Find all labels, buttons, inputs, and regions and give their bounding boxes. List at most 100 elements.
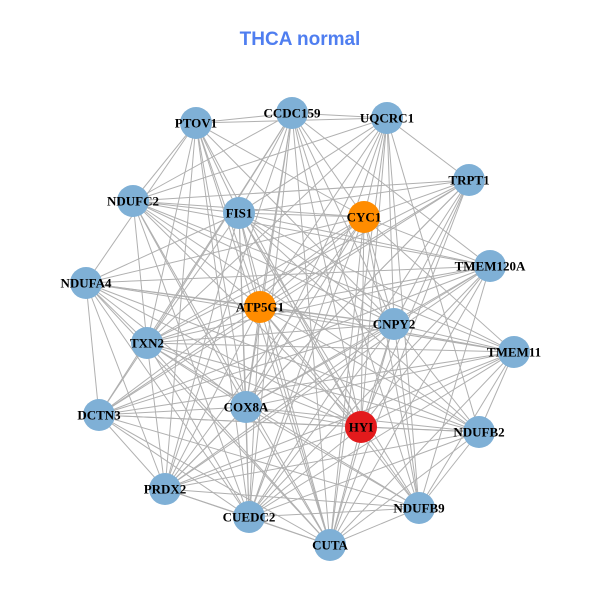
node-label: ATP5G1	[236, 300, 284, 315]
node-circle	[474, 250, 506, 282]
edge-uqcrc1-cnpy2	[386, 117, 395, 325]
edge-cyc1-tmem11	[363, 216, 515, 353]
node-cox8a: COX8A	[224, 391, 269, 423]
node-atp5g1: ATP5G1	[236, 291, 284, 323]
edge-cox8a-hyi	[245, 406, 362, 428]
edge-cox8a-cuta	[245, 406, 331, 546]
node-hyi: HYI	[345, 411, 377, 443]
edge-ndufb2-cuedc2	[248, 431, 480, 518]
node-circle	[345, 411, 377, 443]
edge-atp5g1-hyi	[259, 306, 362, 428]
node-circle	[314, 529, 346, 561]
edge-hyi-cuta	[329, 426, 362, 546]
node-circle	[276, 97, 308, 129]
node-circle	[83, 399, 115, 431]
node-label: NDUFB9	[393, 501, 445, 516]
node-label: TRPT1	[448, 173, 489, 188]
edge-trpt1-fis1	[238, 179, 470, 214]
node-label: CUEDC2	[223, 510, 276, 525]
node-txn2: TXN2	[130, 327, 164, 359]
edge-cuedc2-ndufb9	[248, 507, 420, 518]
edge-trpt1-dctn3	[98, 179, 470, 416]
edge-ndufb9-cuta	[329, 507, 420, 546]
node-label: NDUFA4	[60, 276, 112, 291]
edge-tmem11-cuedc2	[248, 351, 515, 518]
edge-ndufa4-tmem11	[85, 282, 515, 353]
edge-ccdc159-cox8a	[245, 112, 293, 408]
edge-tmem11-cuta	[329, 351, 515, 546]
node-circle	[244, 291, 276, 323]
node-label: CCDC159	[263, 106, 321, 121]
edge-tmem120a-ndufa4	[85, 265, 491, 284]
edge-tmem11-cox8a	[245, 351, 515, 408]
edge-ndufc2-cuta	[132, 200, 331, 546]
node-circle	[117, 185, 149, 217]
edge-fis1-cuta	[238, 212, 331, 546]
edge-ccdc159-ndufb9	[291, 112, 420, 509]
edge-cyc1-ndufb9	[363, 216, 420, 509]
node-circle	[371, 102, 403, 134]
node-ndufc2: NDUFC2	[107, 185, 159, 217]
edge-cyc1-ndufa4	[85, 216, 365, 284]
edge-cyc1-hyi	[360, 216, 365, 428]
node-label: TMEM120A	[455, 259, 526, 274]
node-circle	[348, 201, 380, 233]
node-circle	[498, 336, 530, 368]
node-ptov1: PTOV1	[175, 107, 217, 139]
edge-ccdc159-cyc1	[291, 112, 365, 218]
edge-cyc1-txn2	[146, 216, 365, 344]
edge-fis1-cyc1	[238, 212, 365, 218]
node-label: TXN2	[130, 336, 164, 351]
node-cnpy2: CNPY2	[373, 308, 416, 340]
node-tmem120a: TMEM120A	[455, 250, 526, 282]
node-ccdc159: CCDC159	[263, 97, 321, 129]
edge-tmem120a-prdx2	[164, 265, 491, 490]
edge-ndufa4-hyi	[85, 282, 362, 428]
edge-txn2-cuedc2	[146, 342, 250, 518]
edge-trpt1-ndufc2	[132, 179, 470, 202]
edge-atp5g1-txn2	[146, 306, 261, 344]
node-label: FIS1	[226, 206, 253, 221]
edge-atp5g1-cnpy2	[259, 306, 395, 325]
edge-ndufb2-ndufb9	[418, 431, 480, 509]
node-cyc1: CYC1	[347, 201, 381, 233]
edge-dctn3-prdx2	[98, 414, 166, 490]
node-label: CUTA	[312, 538, 348, 553]
edge-ccdc159-cuta	[291, 112, 331, 546]
edge-hyi-ndufb9	[360, 426, 420, 509]
edge-tmem120a-dctn3	[98, 265, 491, 416]
edge-dctn3-cuedc2	[98, 414, 250, 518]
node-circle	[223, 197, 255, 229]
edge-ndufc2-cox8a	[132, 200, 247, 408]
node-cuta: CUTA	[312, 529, 349, 561]
edge-fis1-prdx2	[164, 212, 240, 490]
node-label: HYI	[349, 420, 374, 435]
edge-tmem11-dctn3	[98, 351, 515, 416]
node-label: PRDX2	[144, 482, 187, 497]
node-circle	[180, 107, 212, 139]
edge-txn2-prdx2	[146, 342, 166, 490]
edge-ndufa4-cuedc2	[85, 282, 250, 518]
node-trpt1: TRPT1	[448, 164, 490, 196]
edge-ccdc159-fis1	[238, 112, 293, 214]
node-circle	[149, 473, 181, 505]
node-circle	[403, 492, 435, 524]
edge-tmem120a-cuedc2	[248, 265, 491, 518]
node-dctn3: DCTN3	[77, 399, 121, 431]
node-label: CNPY2	[373, 317, 416, 332]
node-circle	[131, 327, 163, 359]
edge-tmem120a-hyi	[360, 265, 491, 428]
edge-cnpy2-ndufb9	[393, 323, 420, 509]
node-cuedc2: CUEDC2	[223, 501, 276, 533]
edge-ndufc2-tmem11	[132, 200, 515, 353]
edge-uqcrc1-trpt1	[386, 117, 470, 181]
edge-tmem120a-atp5g1	[259, 265, 491, 308]
node-circle	[453, 164, 485, 196]
node-circle	[70, 267, 102, 299]
node-uqcrc1: UQCRC1	[360, 102, 414, 134]
node-label: DCTN3	[77, 408, 121, 423]
edge-tmem120a-ndufb9	[418, 265, 491, 509]
edge-ndufc2-tmem120a	[132, 200, 491, 267]
